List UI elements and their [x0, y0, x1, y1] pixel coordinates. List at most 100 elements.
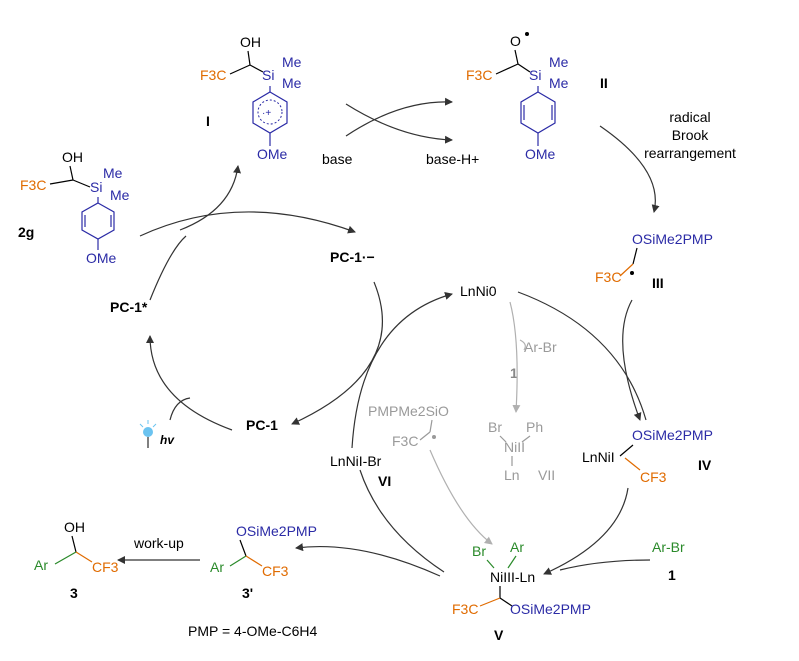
I-me2: Me: [282, 75, 302, 91]
compound-III: OSiMe2PMP F3C III: [595, 231, 713, 291]
3-label: 3: [70, 585, 78, 601]
3-ar: Ar: [34, 557, 48, 573]
base-label: base: [322, 151, 353, 167]
3p-label: 3': [242, 585, 253, 601]
2g-si: Si: [90, 179, 102, 195]
arrow-to-I: [179, 165, 242, 231]
arrow-ni0-to-IV: [517, 291, 647, 421]
light-bulb-icon: [139, 420, 157, 448]
arrow-IV-to-V: [543, 487, 629, 575]
arrow-VI-to-ni0: [351, 292, 453, 449]
arrow-arbr-grey: [519, 339, 526, 351]
3-oh: OH: [64, 519, 85, 535]
2g-f3c: F3C: [20, 177, 46, 193]
base-h-label: base-H+: [426, 151, 479, 167]
arrow-2g-to-pc1rad: [139, 211, 356, 237]
IV-lnni: LnNiI: [582, 449, 615, 465]
V-label: V: [494, 627, 504, 643]
compound-3prime: OSiMe2PMP Ar CF3 3': [210, 523, 317, 601]
arrow-V-to-VI: [359, 469, 445, 573]
arrow-pc1-to-pc1star: [146, 335, 233, 431]
3p-ar: Ar: [210, 559, 224, 575]
II-me1: Me: [549, 54, 569, 70]
III-label: III: [652, 275, 664, 291]
II-radical-dot: [525, 32, 529, 36]
arrow-II-to-III: [599, 125, 660, 213]
II-label: II: [600, 75, 608, 91]
2g-oh: OH: [62, 149, 83, 165]
II-ome: OMe: [525, 146, 556, 162]
one-right-label: 1: [668, 567, 676, 583]
IV-cf3: CF3: [640, 469, 667, 485]
VII-f3c: F3C: [392, 433, 418, 449]
V-ni: NiIII-Ln: [490, 569, 535, 585]
V-br: Br: [472, 543, 486, 559]
arrow-ni0-to-VII: [509, 301, 521, 413]
hv-label: hv: [160, 433, 175, 447]
arrow-base-to-baseh: [345, 103, 453, 144]
VII-ni: NiII: [504, 439, 525, 455]
II-me2: Me: [549, 75, 569, 91]
arrow-III-to-IV: [622, 299, 642, 421]
arrow-arbr-in: [559, 559, 651, 571]
I-charge: ·+: [262, 108, 271, 119]
3p-cf3: CF3: [262, 563, 289, 579]
one-top-label: 1: [510, 365, 518, 381]
compound-II: O F3C Si Me Me OMe II: [466, 32, 608, 162]
III-f3c: F3C: [595, 269, 621, 285]
compound-I: OH F3C Si Me Me ·+ OMe I: [200, 34, 302, 162]
I-label: I: [206, 113, 210, 129]
pmp-definition: PMP = 4-OMe-C6H4: [188, 623, 317, 639]
IV-osi: OSiMe2PMP: [632, 427, 713, 443]
arrow-pc1star-branch: [149, 235, 187, 301]
arrow-I-to-II: [345, 97, 453, 137]
3-cf3: CF3: [92, 559, 119, 575]
2g-ome: OMe: [86, 250, 117, 266]
3p-osi: OSiMe2PMP: [236, 523, 317, 539]
V-osi: OSiMe2PMP: [510, 601, 591, 617]
arrow-VII-to-V: [429, 449, 493, 545]
I-ome: OMe: [257, 146, 288, 162]
lnni0-label: LnNi0: [460, 283, 497, 299]
svg-text:rearrangement: rearrangement: [644, 145, 736, 161]
II-f3c: F3C: [466, 67, 492, 83]
arrow-hv: [169, 397, 191, 421]
I-si: Si: [262, 67, 274, 83]
I-f3c: F3C: [200, 67, 226, 83]
I-me1: Me: [282, 54, 302, 70]
svg-text:Brook: Brook: [672, 127, 710, 143]
VII-radical: PMPMe2SiO: [368, 403, 449, 419]
VII-ln: Ln: [504, 467, 520, 483]
workup-label: work-up: [133, 535, 184, 551]
arbr-top-label: Ar-Br: [524, 339, 557, 355]
compound-3: OH Ar CF3 3: [34, 519, 119, 601]
compound-2g: OH F3C Si Me Me OMe 2g: [18, 149, 130, 266]
V-f3c: F3C: [452, 601, 478, 617]
VI-label: VI: [378, 473, 391, 489]
2g-label: 2g: [18, 224, 34, 240]
radical-brook-label: radical Brook rearrangement: [644, 109, 736, 161]
VII-br: Br: [488, 419, 502, 435]
arbr-right-label: Ar-Br: [652, 539, 685, 555]
IV-label: IV: [698, 457, 712, 473]
compound-VI: LnNiI-Br VI: [330, 453, 391, 489]
V-ar: Ar: [510, 539, 524, 555]
svg-text:radical: radical: [669, 109, 710, 125]
III-radical-dot: [630, 271, 634, 275]
II-o: O: [510, 33, 521, 49]
III-osi: OSiMe2PMP: [632, 231, 713, 247]
II-si: Si: [529, 67, 541, 83]
compound-IV: OSiMe2PMP LnNiI CF3 IV: [582, 427, 713, 485]
pc1-excited-label: PC-1*: [110, 299, 148, 315]
2g-me1: Me: [103, 165, 123, 181]
VII-label: VII: [538, 467, 555, 483]
arrow-pc1rad-to-pc1: [291, 281, 383, 425]
pc1-radical-anion-label: PC-1·−: [330, 249, 375, 265]
pc1-label: PC-1: [246, 417, 278, 433]
VII-ph: Ph: [526, 419, 543, 435]
compound-V: Br Ar NiIII-Ln F3C OSiMe2PMP V: [452, 539, 591, 643]
2g-me2: Me: [110, 187, 130, 203]
I-oh: OH: [240, 34, 261, 50]
VI-formula: LnNiI-Br: [330, 453, 382, 469]
